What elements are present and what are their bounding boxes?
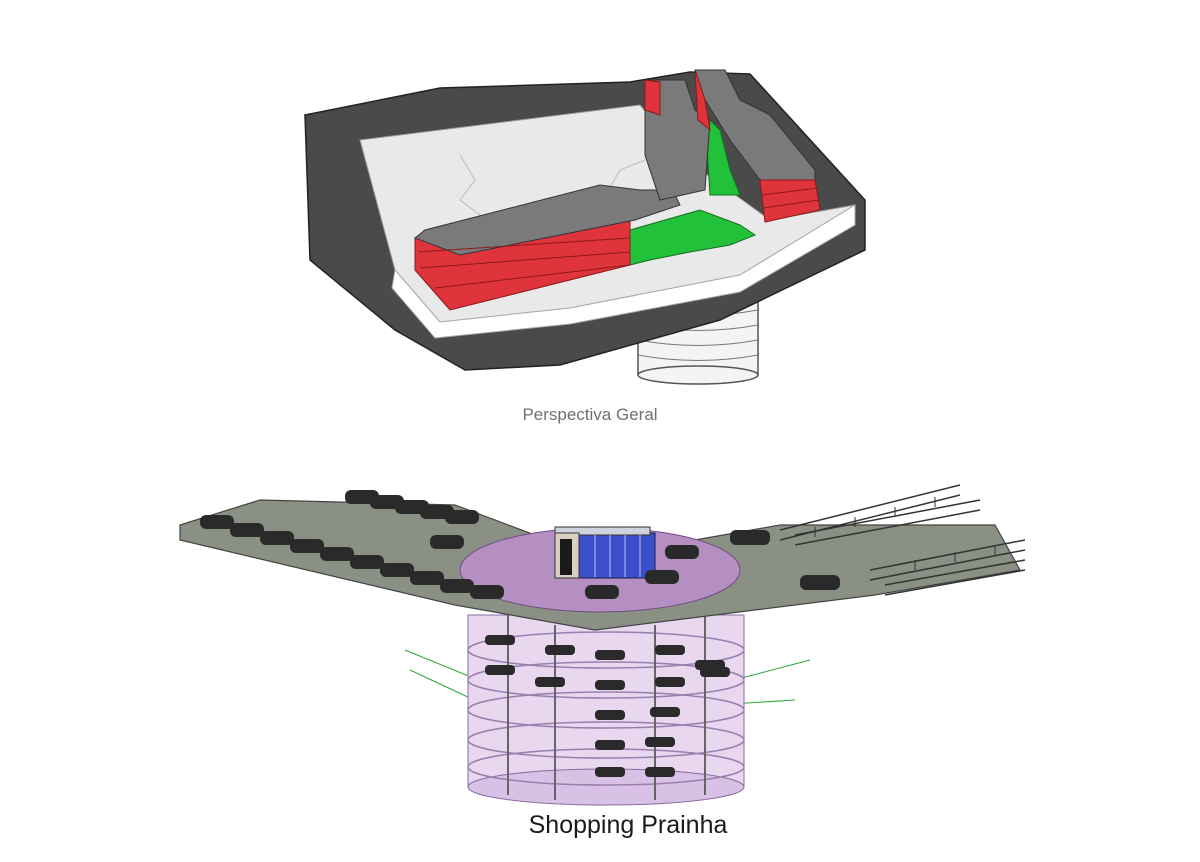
- parking-cylinder: [467, 614, 745, 806]
- parking-tower-render: [179, 484, 1026, 806]
- ramps: [779, 484, 1026, 596]
- figure-caption-bottom: Shopping Prainha: [528, 811, 728, 839]
- parked-cars-left: [200, 490, 504, 599]
- right-building: [694, 69, 821, 223]
- parked-cars-right: [585, 530, 840, 599]
- left-building: [414, 184, 681, 311]
- glass-pavilion: [554, 526, 656, 579]
- middle-building: [644, 79, 711, 201]
- perspective-render: [304, 69, 866, 385]
- figure-caption-top: Perspectiva Geral: [522, 405, 658, 424]
- green-area: [629, 209, 757, 266]
